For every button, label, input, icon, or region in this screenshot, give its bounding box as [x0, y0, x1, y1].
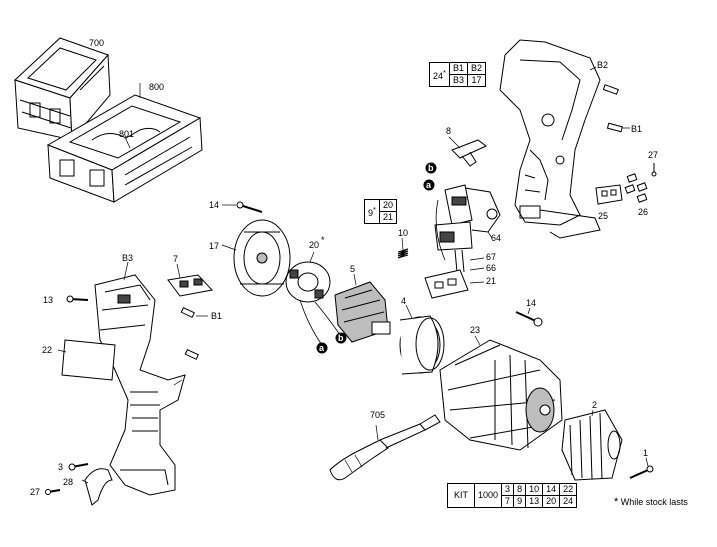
table-9-star: * [373, 205, 376, 214]
side-handle-705-drawing [329, 414, 441, 481]
kit-cell: 20 [542, 495, 561, 508]
kit-label: KIT [446, 483, 476, 508]
screw-13-drawing [66, 295, 89, 303]
part-label-64: 64 [491, 233, 502, 243]
table-9-number: 9* [364, 199, 380, 224]
part-label-8: 8 [446, 126, 452, 136]
case-800-drawing [46, 83, 203, 203]
part-label-b1-left: B1 [211, 311, 223, 321]
pins-b1-left [180, 306, 208, 360]
screw-3-drawing [68, 463, 89, 471]
screw-14-top-drawing [222, 201, 263, 213]
table-24-cell: B3 [448, 74, 468, 87]
kit-cell: 8 [513, 483, 527, 496]
table-24-num-text: 24 [433, 71, 444, 81]
part-label-66: 66 [486, 263, 497, 273]
screw-27-left-drawing [45, 489, 61, 495]
armature-5-drawing [334, 273, 391, 343]
footnote-text: While stock lasts [620, 497, 688, 507]
brush-plate-20-drawing [285, 251, 341, 346]
kit-number: 1000 [474, 483, 503, 508]
part-label-21: 21 [486, 276, 497, 286]
part-label-1: 1 [643, 448, 649, 458]
part-label-26: 26 [638, 207, 649, 217]
screws-b1-right [602, 84, 630, 133]
bit-holder-7-drawing [167, 263, 213, 297]
belt-clip-28-drawing [81, 468, 113, 506]
kit-table-24: 24* B1 B2 B3 17 [429, 62, 486, 87]
housing-b3-drawing [94, 261, 186, 496]
part-label-5: 5 [350, 264, 356, 274]
screw-14-right-drawing [515, 307, 543, 327]
part-label-3: 3 [58, 462, 64, 472]
table-24-number: 24* [429, 62, 450, 87]
label-22-drawing [57, 339, 116, 381]
screw-1-drawing [629, 457, 654, 479]
parts-25-26-27-drawing [595, 163, 657, 205]
part-label-22: 22 [42, 345, 53, 355]
case-700-drawing [14, 37, 111, 142]
part-label-705: 705 [370, 410, 386, 420]
callout-markers [316, 162, 437, 354]
kit-cell: 7 [501, 495, 515, 508]
part-label-27-left: 27 [30, 487, 41, 497]
part-label-7: 7 [173, 254, 179, 264]
end-cap-17-drawing [221, 219, 291, 297]
part-label-14-top: 14 [209, 200, 220, 210]
spring-10-drawing [397, 237, 409, 259]
part-label-23: 23 [470, 325, 481, 335]
part-label-28: 28 [63, 477, 74, 487]
chuck-2-drawing [561, 409, 623, 481]
part-label-10: 10 [398, 228, 409, 238]
part-label-b2: B2 [597, 60, 609, 70]
kit-cell: 3 [501, 483, 515, 496]
housing-b2-drawing [499, 39, 601, 239]
part-label-14-right: 14 [526, 298, 537, 308]
kit-1000-table: KIT 1000 3 8 10 14 22 7 9 13 20 24 [446, 483, 578, 508]
footnote: * While stock lasts [614, 496, 688, 508]
part-label-801: 801 [119, 129, 135, 139]
callout-b-bottom: b [338, 333, 344, 343]
kit-cell: 14 [542, 483, 561, 496]
table-24-cell: B2 [466, 62, 486, 75]
part-label-17: 17 [209, 241, 220, 251]
callout-a-top: a [426, 180, 432, 190]
kit-cell: 22 [559, 483, 578, 496]
part-label-13: 13 [43, 295, 54, 305]
kit-cell: 10 [525, 483, 544, 496]
callout-a-bottom: a [319, 343, 325, 353]
gearbox-23-drawing [439, 335, 563, 451]
table-24-star: * [443, 68, 446, 77]
part-label-4: 4 [401, 296, 407, 306]
part-label-b3: B3 [122, 253, 134, 263]
part-label-27-right: 27 [648, 150, 659, 160]
magnet-ring-4-drawing [399, 304, 445, 375]
kit-cell: 24 [559, 495, 578, 508]
table-9-cell: 21 [378, 211, 397, 224]
table-9-cell: 20 [378, 199, 397, 212]
kit-table-9: 9* 20 21 [364, 199, 397, 224]
part-label-2: 2 [592, 400, 598, 410]
kit-cell: 9 [513, 495, 527, 508]
callout-b-top: b [428, 163, 434, 173]
table-24-cell: B1 [448, 62, 468, 75]
part-label-800: 800 [149, 82, 165, 92]
part-label-25: 25 [598, 211, 609, 221]
switch-assembly-drawing [424, 136, 501, 299]
part-label-20: 20 [309, 240, 320, 250]
part-label-700: 700 [89, 38, 105, 48]
table-24-cell: 17 [466, 74, 486, 87]
star-20: * [321, 235, 325, 245]
table-9-num-text: 9 [368, 208, 374, 218]
footnote-star: * [614, 496, 619, 508]
part-label-b1-right: B1 [631, 124, 643, 134]
part-label-67: 67 [486, 252, 497, 262]
kit-cell: 13 [525, 495, 544, 508]
